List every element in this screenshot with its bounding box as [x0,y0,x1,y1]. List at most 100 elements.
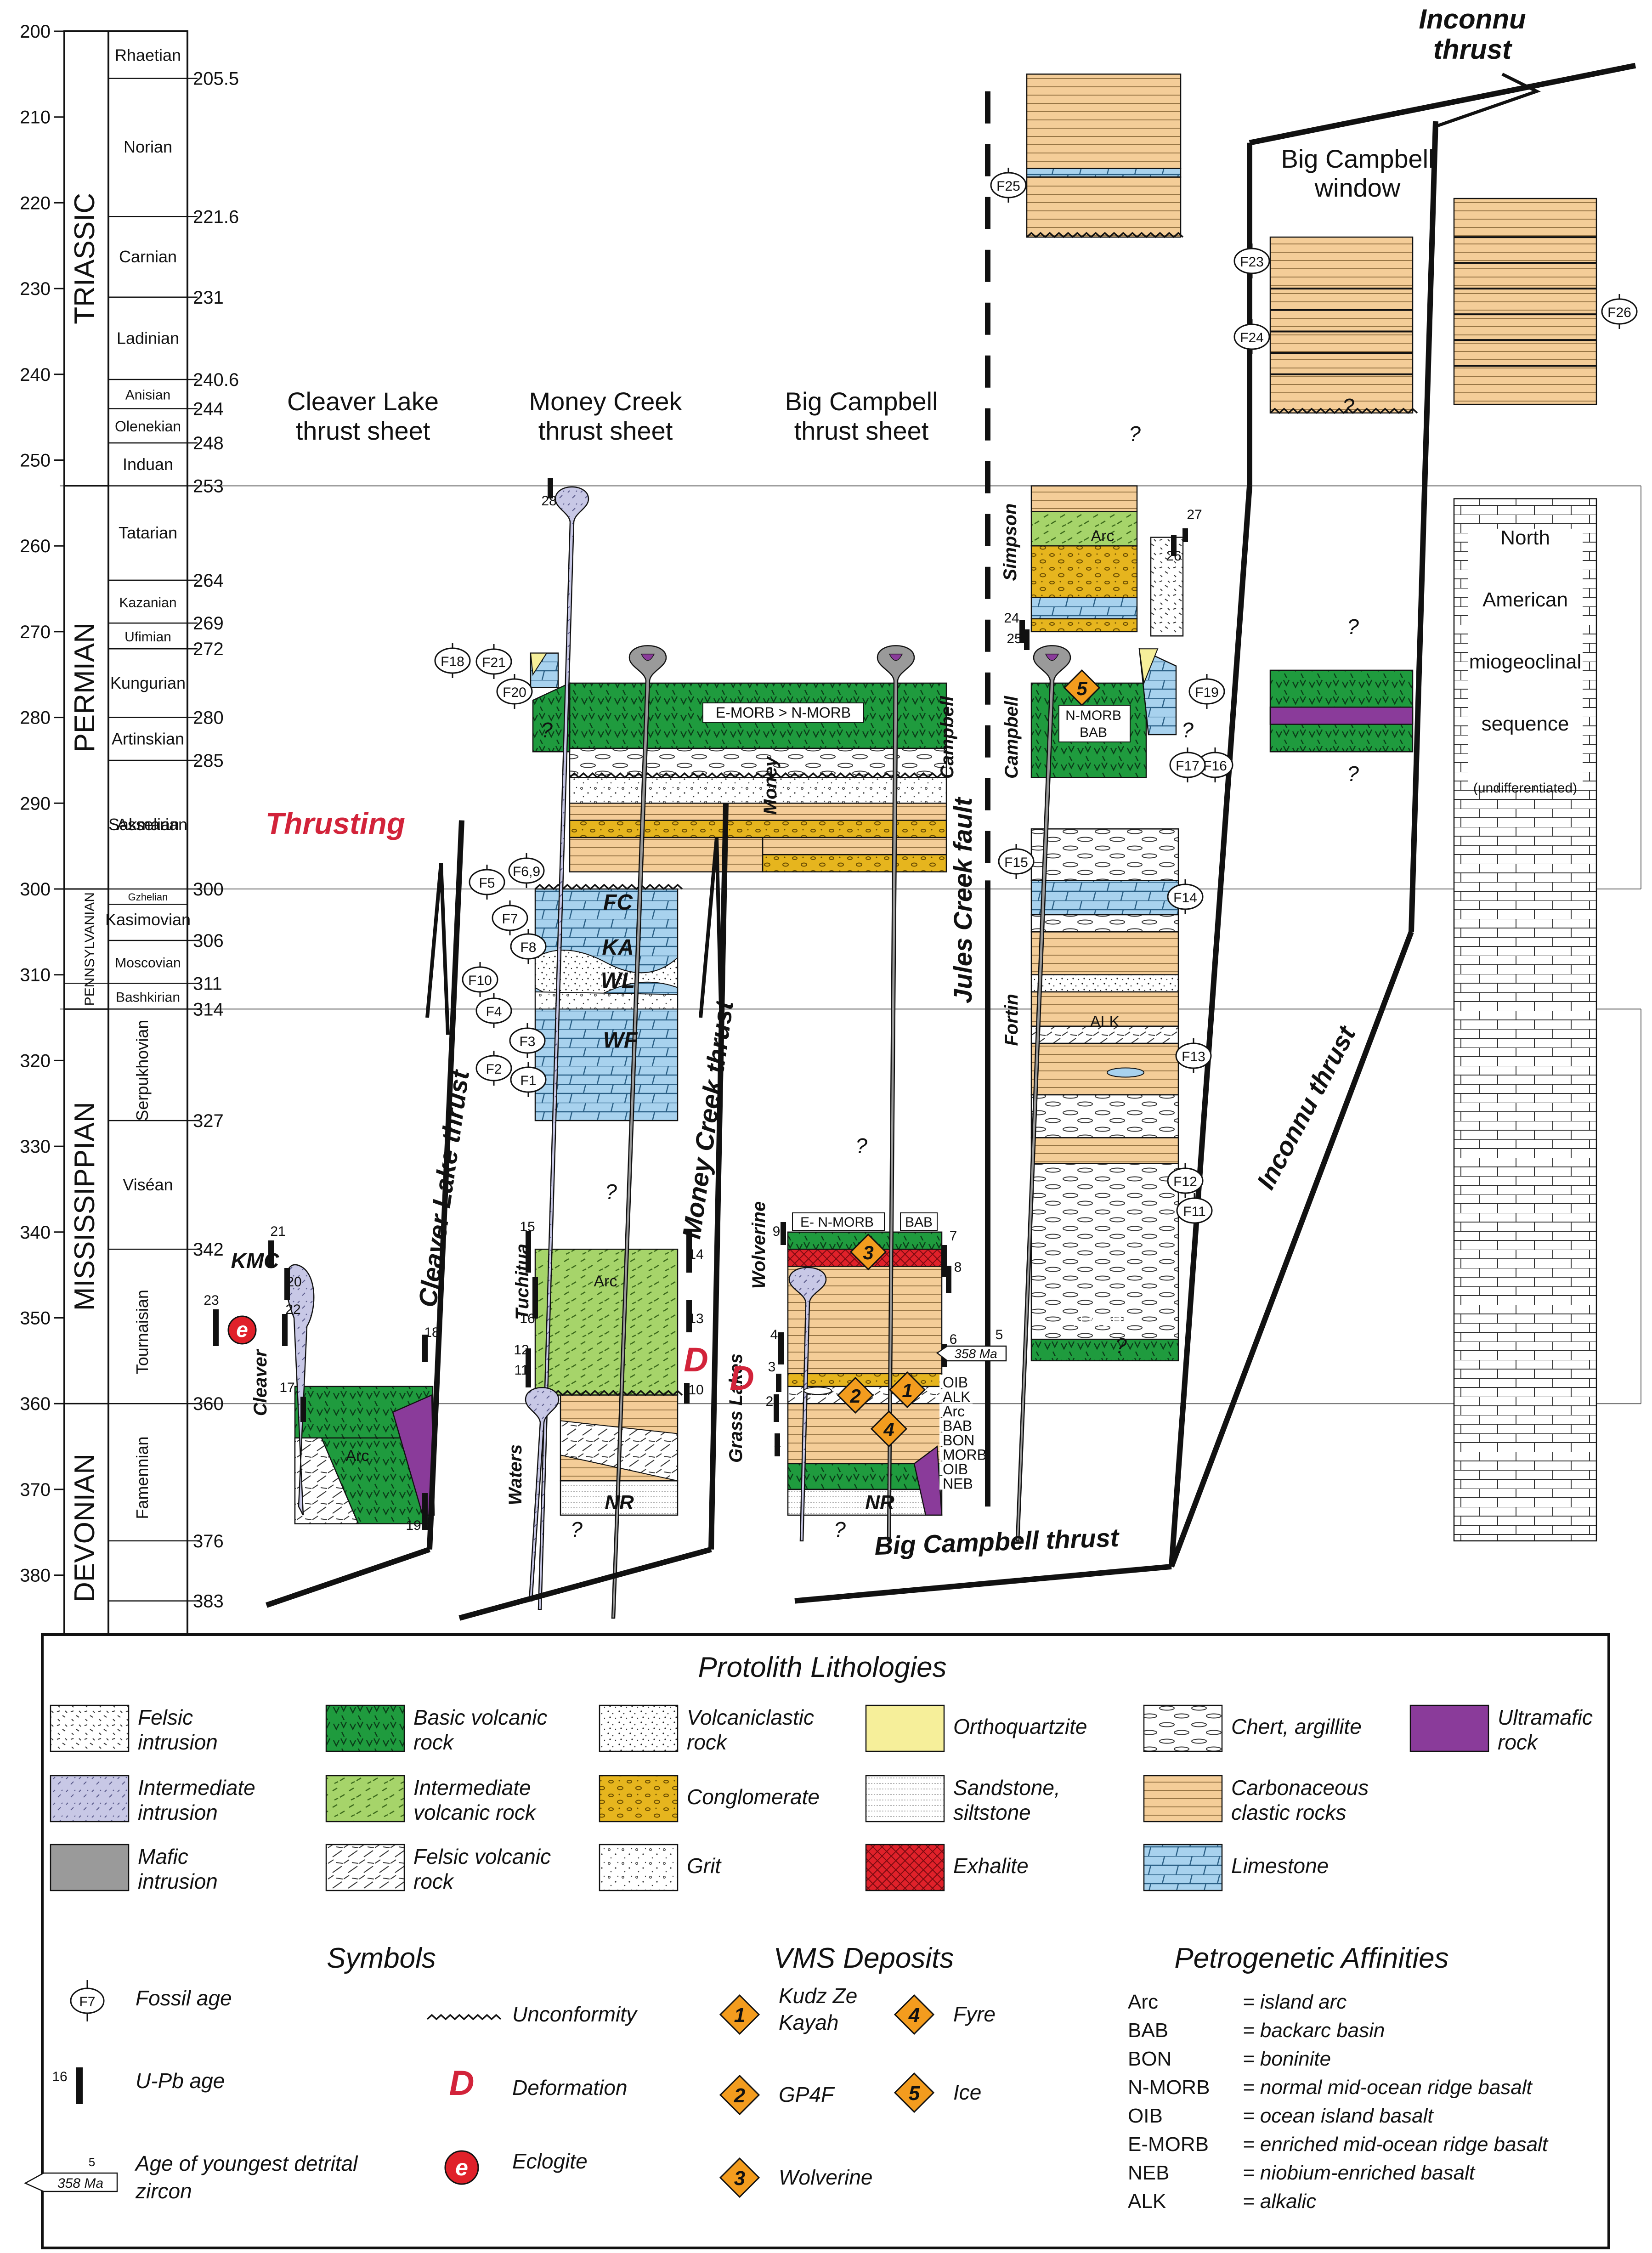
fortin-carb-3 [1030,1042,1179,1096]
legend-label: intrusion [138,1730,218,1754]
label: North [1500,526,1550,549]
label: thrust sheet [296,416,430,445]
upb-bar [1171,535,1177,556]
fortin-chert-2 [1030,914,1179,933]
fossil-icon [475,648,512,675]
label: WL [601,968,635,993]
legend: Protolith LithologiesFelsicintrusionInte… [24,1633,1610,2249]
legend-vms-num: 1 [734,2004,745,2027]
legend-zircon-tag [24,2172,118,2192]
label: thrust sheet [538,416,673,445]
stage-label: Tatarian [119,523,177,542]
label: BAB [1080,725,1107,740]
legend-petro-desc: = backarc basin [1243,2019,1385,2042]
legend-label: Eclogite [512,2149,588,2173]
fossil-label: F3 [519,1034,535,1049]
unit-26-felsic [1150,537,1184,637]
legend-label: intrusion [138,1800,218,1824]
fossil-label: F14 [1173,890,1197,906]
label: Cleaver Lake thrust [413,1067,475,1309]
tick-label: 310 [20,965,51,985]
fossil-icon [510,1066,547,1093]
fossil-label: F21 [482,655,506,670]
label: sequence [1482,713,1569,735]
legend-swatch [865,1775,945,1823]
legend-fossil-icon [70,1987,105,2014]
upb-bar [422,1493,428,1530]
upb-bar [526,1348,531,1369]
upb-label: 20 [286,1274,301,1290]
upb-label: 26 [1166,549,1181,564]
legend-eclogite-icon [444,2150,479,2185]
unconformity [1026,232,1184,238]
legend-title: Protolith Lithologies [698,1652,946,1683]
gl-label-bg [939,1418,973,1432]
stage-label: Ladinian [117,328,179,347]
label: NR [865,1491,894,1514]
window-carb [1269,236,1414,414]
fossil-label: F23 [1240,255,1264,270]
upb-label: 15 [520,1219,535,1234]
legend-petro-desc: = normal mid-ocean ridge basalt [1243,2076,1533,2099]
legend-swatch [50,1704,130,1752]
intrusion-waters [525,1387,560,1602]
fossil-icon [1175,1042,1212,1069]
upb-label: 9 [773,1224,781,1239]
upb-bar [548,478,553,498]
label: KMC [231,1249,280,1273]
vms-number: 3 [863,1242,873,1263]
label: American [1482,589,1568,611]
label: ? [1347,615,1359,639]
money-congl [569,820,947,838]
legend-title: VMS Deposits [774,1942,954,1974]
vms-diamond [888,1371,926,1409]
label: (undifferentiated) [1473,781,1577,796]
stage-label: Rhaetian [115,45,181,64]
na-text-bg [1468,528,1583,786]
label: Jules Creek fault [948,797,977,1004]
legend-petro-abbr: OIB [1128,2105,1163,2127]
upb-bar [946,1266,951,1293]
fossil-label: F11 [1183,1204,1205,1219]
upb-label: 22 [285,1302,300,1317]
legend-petro-abbr: BON [1128,2048,1171,2070]
stage-label: Bashkirian [116,990,180,1005]
legend-vms-diamond [894,1994,935,2035]
vms-number: 4 [883,1419,894,1440]
fossil-label: F8 [520,940,536,955]
label: Arc [943,1403,965,1420]
label: D [730,1359,754,1397]
boundary-label: 376 [193,1531,224,1551]
label: Waters [505,1444,526,1506]
fortin-carb-4 [1030,1137,1179,1164]
legend-swatch [50,1775,130,1823]
upb-bar [284,1268,290,1300]
legend-label: Volcaniclastic [687,1705,814,1729]
legend-label: rock [687,1730,728,1754]
gl-label-bg [939,1389,973,1403]
upb-bar [532,1277,538,1319]
label: ? [1342,394,1354,418]
unconformity [534,1390,683,1396]
upper-carb-2 [1026,176,1182,238]
stage-label: Kungurian [110,674,186,692]
upb-bar [1019,620,1025,643]
money-carb-3 [569,837,764,872]
inconnu-right [1409,121,1438,932]
legend-label: Conglomerate [687,1785,820,1809]
fossil-icon [510,933,547,960]
upb-bar [686,1231,692,1273]
upb-bar [1182,528,1188,542]
legend-label: Intermediate [413,1776,531,1800]
legend-swatch [325,1844,405,1891]
fossil-label: F13 [1182,1049,1205,1064]
legend-label: Felsic volcanic [413,1845,551,1868]
upb-label: 28 [541,493,556,509]
upb-bar [781,1222,786,1245]
upb-label: 18 [424,1325,439,1340]
fossil-icon [998,848,1035,875]
label: thrust [1433,34,1513,65]
boundary-label: 314 [193,999,224,1019]
period-label: PENNSYLVANIAN [82,892,97,1006]
simpson-lime [1030,596,1138,620]
